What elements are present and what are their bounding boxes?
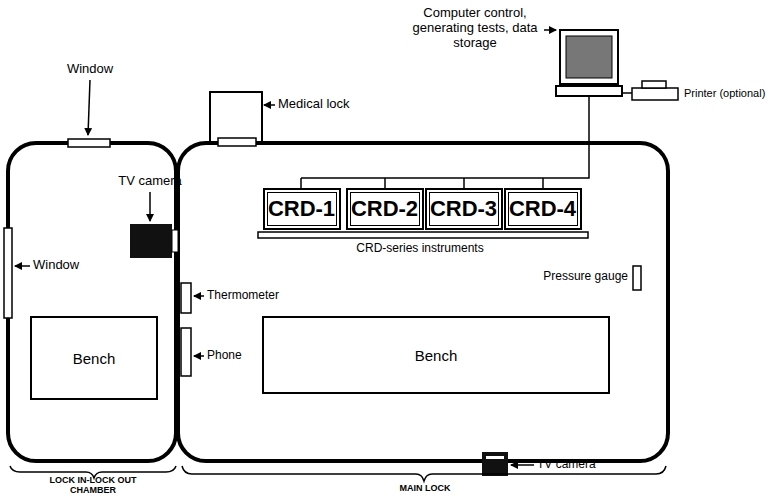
callout-text: Medical lock	[278, 97, 388, 112]
thermometer	[181, 283, 191, 313]
callout-text: Printer (optional)	[684, 87, 780, 100]
tv-camera	[482, 452, 508, 476]
instrument-name: CRD-4	[509, 196, 576, 222]
bench-label: Bench	[73, 350, 116, 367]
leader-arrow	[194, 355, 204, 357]
instrument-rack	[258, 232, 588, 238]
callout-text: TV camera	[105, 174, 195, 189]
tv-camera-port	[486, 456, 504, 459]
lock-chamber-outline	[8, 143, 176, 461]
window	[68, 139, 110, 147]
group-label: CRD-series instruments	[320, 242, 520, 256]
tv-camera-port	[172, 230, 178, 252]
leader-arrow	[88, 80, 90, 135]
computer-screen	[566, 36, 612, 78]
leader-arrow	[264, 104, 275, 106]
computer-base	[556, 86, 622, 96]
pressure-gauge	[633, 266, 641, 290]
region-label: LOCK IN-LOCK OUT CHAMBER	[28, 476, 158, 496]
leader-arrow	[15, 265, 30, 267]
instrument-box: CRD-4	[504, 188, 582, 230]
printer	[632, 88, 678, 100]
bench-label: Bench	[415, 347, 458, 364]
printer-cable	[622, 92, 632, 94]
main-lock-outline	[178, 143, 668, 461]
instrument-box: CRD-2	[346, 188, 424, 230]
leader-arrow	[544, 29, 556, 31]
region-label: MAIN LOCK	[370, 484, 480, 494]
leader-arrow	[511, 464, 534, 466]
leader-arrow	[194, 295, 204, 297]
window	[4, 228, 12, 318]
instrument-name: CRD-1	[268, 196, 335, 222]
callout-text: Phone	[207, 349, 267, 363]
printer-top	[642, 81, 666, 88]
callout-text: Computer control, generating tests, data…	[410, 6, 540, 51]
tv-camera	[130, 224, 172, 258]
callout-text: Window	[60, 62, 120, 77]
instrument-name: CRD-2	[351, 196, 418, 222]
medical-lock	[210, 92, 262, 142]
callout-text: Window	[33, 258, 103, 273]
instrument-box: CRD-3	[425, 188, 503, 230]
callout-text: Pressure gauge	[528, 270, 628, 284]
bench: Bench	[262, 316, 610, 394]
medical-lock-window	[218, 138, 256, 146]
phone	[181, 328, 191, 376]
leader-arrow	[149, 192, 151, 221]
instrument-box: CRD-1	[263, 188, 341, 230]
callout-text: Thermometer	[207, 289, 307, 303]
bench: Bench	[30, 316, 158, 400]
instrument-name: CRD-3	[430, 196, 497, 222]
computer-monitor	[560, 30, 618, 84]
callout-text: TV camera	[537, 458, 637, 472]
